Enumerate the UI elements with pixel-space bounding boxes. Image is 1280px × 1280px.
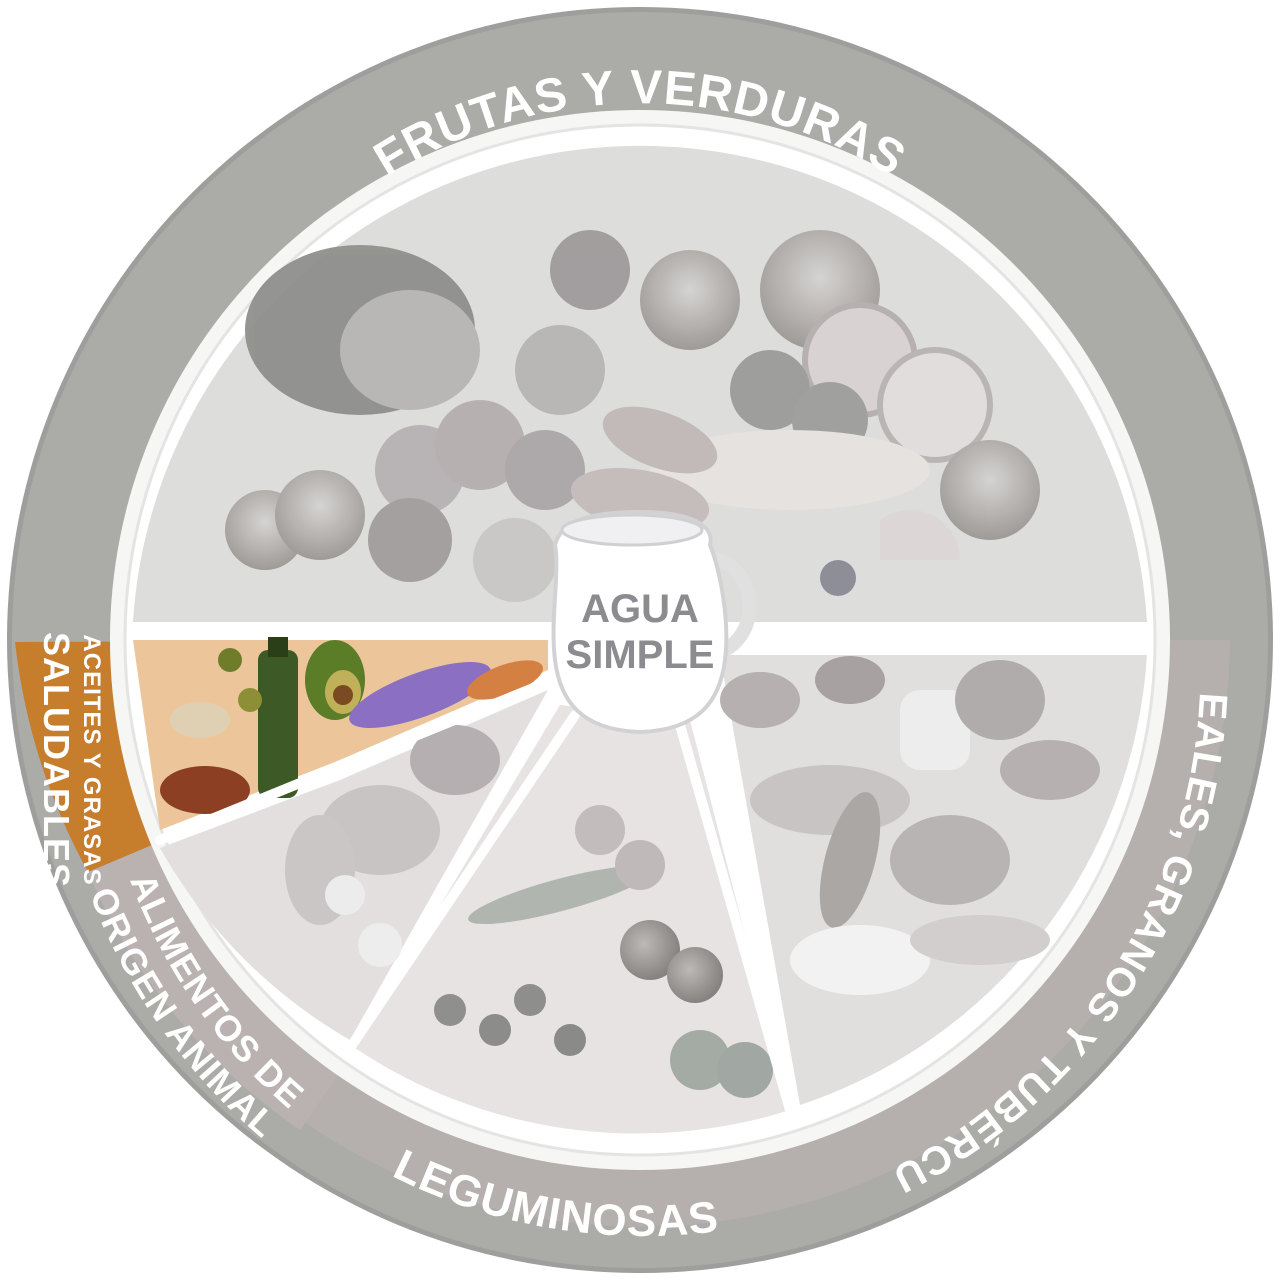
section-leguminosas <box>355 705 790 1134</box>
center-label-line2: SIMPLE <box>566 633 715 677</box>
plate-dividers <box>128 627 1152 1115</box>
section-aceites <box>133 633 548 830</box>
center-label-line1: AGUA <box>581 587 699 631</box>
label-aceites-line2: SALUDABLES <box>36 632 77 888</box>
section-frutas-y-verduras <box>133 145 1147 622</box>
label-aceites-line1: ACEITES Y GRASAS <box>78 634 105 885</box>
section-origen-animal <box>160 690 548 1040</box>
water-jug-icon: AGUA SIMPLE <box>551 509 757 735</box>
section-cereales <box>720 655 1147 1105</box>
label-aceites: ACEITES Y GRASAS SALUDABLES <box>36 632 105 888</box>
